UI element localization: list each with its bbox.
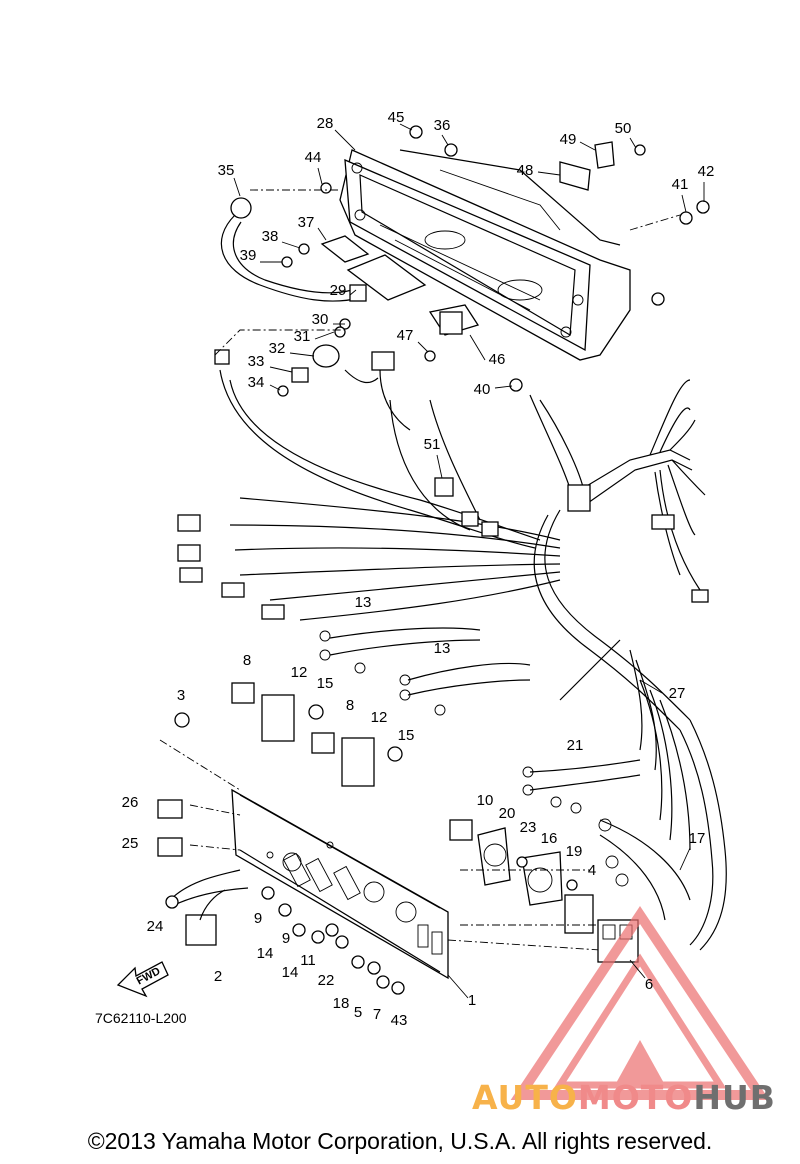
- watermark-logo: [510, 905, 770, 1100]
- copyright-notice: ©2013 Yamaha Motor Corporation, U.S.A. A…: [87, 1128, 713, 1154]
- callout-18: 18: [333, 995, 350, 1012]
- upper-plates: [320, 235, 427, 301]
- callout-17: 17: [689, 830, 706, 847]
- callout-12a: 12: [291, 664, 308, 681]
- callout-15b: 15: [398, 727, 415, 744]
- callout-6: 6: [645, 976, 653, 993]
- callout-36: 36: [434, 117, 451, 134]
- callout-33: 33: [248, 353, 265, 370]
- callout-50: 50: [615, 120, 632, 137]
- watermark-hub: HUB: [693, 1078, 776, 1117]
- callout-9b: 9: [282, 930, 290, 947]
- lower-screws: [261, 886, 405, 995]
- callout-45: 45: [388, 109, 405, 126]
- callout-13a: 13: [355, 594, 372, 611]
- callout-5: 5: [354, 1004, 362, 1021]
- callout-48: 48: [517, 162, 534, 179]
- callout-30: 30: [312, 311, 329, 328]
- watermark-text: AUTOMOTOHUB: [472, 1078, 776, 1117]
- callout-7: 7: [373, 1006, 381, 1023]
- callout-44: 44: [305, 149, 322, 166]
- watermark-auto: AUTO: [472, 1078, 578, 1117]
- callout-14b: 14: [282, 964, 299, 981]
- sensor-35: [220, 197, 367, 302]
- callout-40: 40: [474, 381, 491, 398]
- leader-lines: [233, 123, 705, 999]
- callout-25: 25: [122, 835, 139, 852]
- callout-21: 21: [567, 737, 584, 754]
- callout-43: 43: [391, 1012, 408, 1029]
- callout-35: 35: [218, 162, 235, 179]
- console-housing: [339, 149, 631, 361]
- callout-41: 41: [672, 176, 689, 193]
- callout-38: 38: [262, 228, 279, 245]
- callout-51: 51: [424, 436, 441, 453]
- callout-19: 19: [566, 843, 583, 860]
- callout-3: 3: [177, 687, 185, 704]
- callout-11: 11: [300, 952, 316, 969]
- callout-28: 28: [317, 115, 334, 132]
- callout-13b: 13: [434, 640, 451, 657]
- callout-8a: 8: [243, 652, 251, 669]
- callout-26: 26: [122, 794, 139, 811]
- relay-32: [291, 344, 411, 431]
- callout-27: 27: [669, 685, 686, 702]
- callout-16: 16: [541, 830, 558, 847]
- callout-37: 37: [298, 214, 315, 231]
- callout-2: 2: [214, 968, 222, 985]
- callout-14a: 14: [257, 945, 274, 962]
- phantom-lines: [159, 189, 681, 951]
- wire-harness: [177, 349, 727, 951]
- fwd-arrow-icon: FWD: [116, 961, 169, 998]
- main-panel: [231, 788, 449, 980]
- callout-23: 23: [520, 819, 537, 836]
- callout-46: 46: [489, 351, 506, 368]
- callout-31: 31: [294, 328, 311, 345]
- callout-24: 24: [147, 918, 164, 935]
- callout-34: 34: [248, 374, 265, 391]
- callout-32: 32: [269, 340, 286, 357]
- callout-47: 47: [397, 327, 414, 344]
- callout-8b: 8: [346, 697, 354, 714]
- switch-46: [428, 141, 615, 336]
- callout-22: 22: [318, 972, 335, 989]
- callout-15a: 15: [317, 675, 334, 692]
- callout-9a: 9: [254, 910, 262, 927]
- watermark-moto: MOTO: [577, 1078, 694, 1117]
- callout-numbers: 1 2 3 4 5 6 7 8 8 9 9 10 11 12 12 13 13 …: [122, 109, 715, 1029]
- callout-39: 39: [240, 247, 257, 264]
- callout-12b: 12: [371, 709, 388, 726]
- callout-20: 20: [499, 805, 516, 822]
- callout-49: 49: [560, 131, 577, 148]
- breakers-and-switches: [157, 682, 594, 946]
- callout-1: 1: [468, 992, 476, 1009]
- callout-10: 10: [477, 792, 494, 809]
- callout-29: 29: [330, 282, 347, 299]
- callout-42: 42: [698, 163, 715, 180]
- callout-4: 4: [588, 862, 596, 879]
- diagram-code: 7C62110-L200: [95, 1010, 187, 1026]
